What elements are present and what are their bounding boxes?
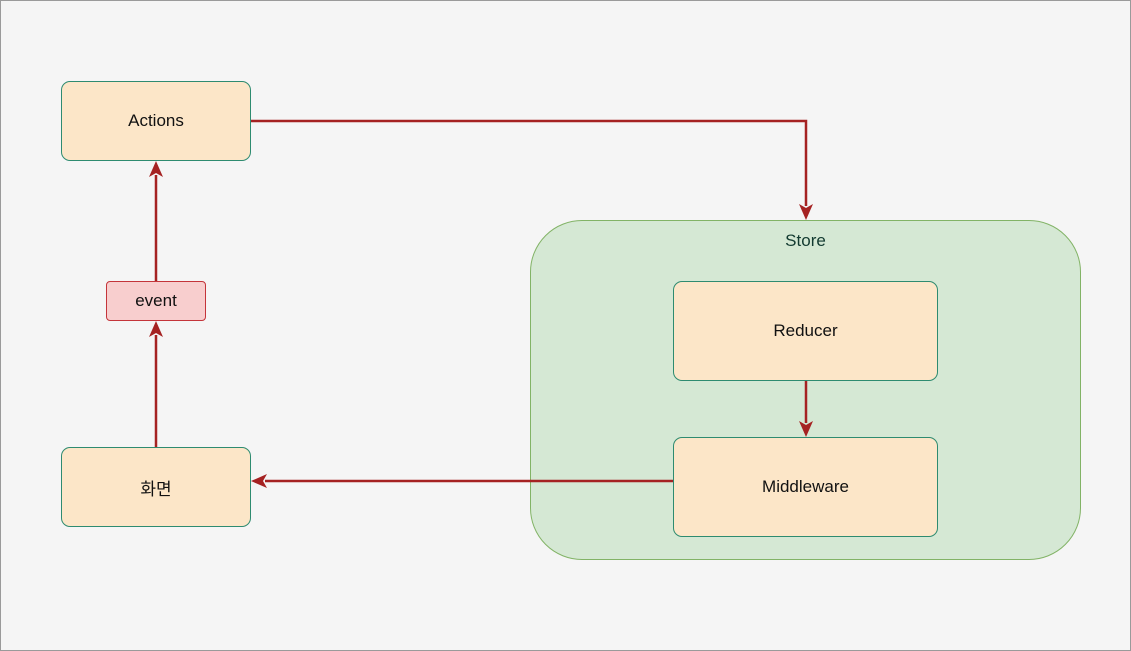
- arrowhead-actions-icon: [149, 161, 163, 177]
- arrowhead-event-icon: [149, 321, 163, 337]
- actions-label: Actions: [128, 111, 184, 130]
- arrowhead-store-icon: [799, 204, 813, 220]
- arrowhead-screen-icon: [251, 474, 267, 488]
- event-node[interactable]: event: [106, 281, 206, 321]
- middleware-label: Middleware: [762, 477, 849, 496]
- reducer-label: Reducer: [773, 321, 838, 340]
- arrow-actions-to-store: [251, 119, 808, 206]
- screen-label: 화면: [140, 479, 172, 499]
- store-label: Store: [785, 231, 826, 250]
- reducer-node[interactable]: Reducer: [673, 281, 938, 381]
- screen-node[interactable]: 화면: [61, 447, 251, 527]
- actions-node[interactable]: Actions: [61, 81, 251, 161]
- middleware-node[interactable]: Middleware: [673, 437, 938, 537]
- event-label: event: [135, 291, 177, 310]
